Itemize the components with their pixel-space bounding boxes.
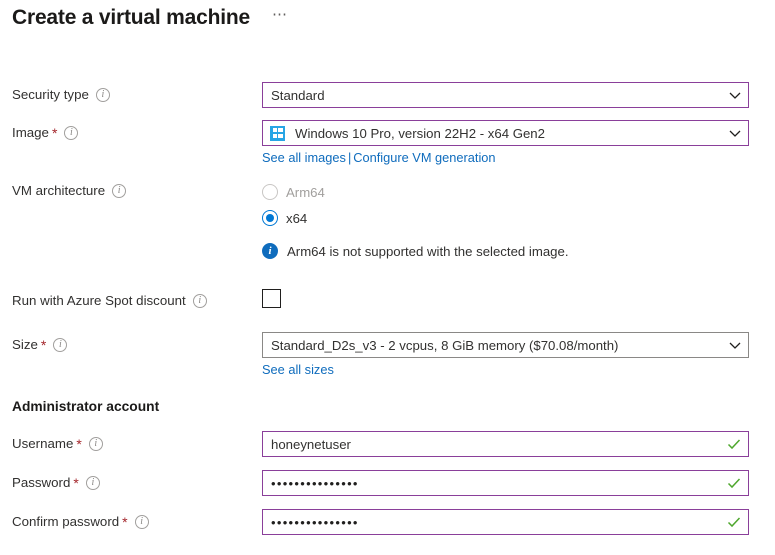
vm-architecture-radio-group: Arm64 x64 (262, 178, 775, 231)
username-value: honeynetuser (271, 436, 351, 452)
password-field-cell: ••••••••••••••• (262, 470, 775, 496)
password-label-cell: Password * (0, 470, 262, 492)
more-options-icon[interactable]: ⋯ (271, 6, 288, 23)
form-row-vm-architecture: VM architecture Arm64 x64 Arm64 is (0, 178, 775, 288)
vm-architecture-label: VM architecture (12, 183, 106, 198)
info-icon[interactable] (95, 88, 110, 102)
image-label: Image (12, 125, 49, 140)
password-label: Password (12, 475, 71, 490)
radio-mark (262, 184, 278, 200)
security-type-value: Standard (271, 87, 325, 103)
image-label-cell: Image * (0, 120, 262, 142)
page-title: Create a virtual machine (12, 6, 250, 29)
vm-architecture-info-message: Arm64 is not supported with the selected… (262, 243, 775, 260)
link-separator: | (347, 150, 352, 165)
image-links: See all images|Configure VM generation (262, 149, 775, 166)
security-type-dropdown[interactable]: Standard (262, 82, 749, 108)
spot-discount-label: Run with Azure Spot discount (12, 293, 186, 308)
form-row-password: Password * ••••••••••••••• (0, 470, 775, 509)
vm-architecture-label-cell: VM architecture (0, 178, 262, 200)
administrator-account-heading: Administrator account (12, 399, 160, 414)
username-input[interactable]: honeynetuser (262, 431, 749, 457)
confirm-password-label: Confirm password (12, 514, 120, 529)
image-field-cell: Windows 10 Pro, version 22H2 - x64 Gen2 … (262, 120, 775, 166)
info-icon[interactable] (53, 338, 68, 352)
required-marker: * (40, 337, 47, 353)
radio-option-arm64: Arm64 (262, 179, 775, 205)
radio-mark (262, 210, 278, 226)
valid-check-icon (726, 514, 742, 530)
form-row-username: Username * honeynetuser (0, 431, 775, 470)
form-row-image: Image * Windows 10 Pro, version 22H2 - x… (0, 120, 775, 178)
size-value: Standard_D2s_v3 - 2 vcpus, 8 GiB memory … (271, 337, 619, 353)
spot-discount-field-cell (262, 288, 775, 308)
valid-check-icon (726, 475, 742, 491)
required-marker: * (73, 475, 79, 491)
see-all-sizes-link[interactable]: See all sizes (262, 362, 334, 377)
form-row-size: Size * Standard_D2s_v3 - 2 vcpus, 8 GiB … (0, 332, 775, 398)
info-filled-icon (262, 243, 278, 259)
chevron-down-icon (728, 126, 742, 140)
chevron-down-icon (728, 88, 742, 102)
image-dropdown[interactable]: Windows 10 Pro, version 22H2 - x64 Gen2 (262, 120, 749, 146)
security-type-field-cell: Standard (262, 82, 775, 108)
vm-architecture-field-cell: Arm64 x64 Arm64 is not supported with th… (262, 178, 775, 260)
configure-vm-generation-link[interactable]: Configure VM generation (353, 150, 496, 165)
info-icon[interactable] (134, 515, 149, 529)
info-icon[interactable] (64, 126, 79, 140)
windows-logo-icon (270, 125, 285, 141)
form-row-confirm-password: Confirm password * ••••••••••••••• (0, 509, 775, 548)
size-field-cell: Standard_D2s_v3 - 2 vcpus, 8 GiB memory … (262, 332, 775, 378)
security-type-label: Security type (12, 87, 89, 102)
confirm-password-input[interactable]: ••••••••••••••• (262, 509, 749, 535)
security-type-label-cell: Security type (0, 82, 262, 104)
form-row-security-type: Security type Standard (0, 82, 775, 120)
confirm-password-value: ••••••••••••••• (271, 514, 359, 530)
confirm-password-label-cell: Confirm password * (0, 509, 262, 531)
info-icon[interactable] (192, 294, 207, 308)
info-icon[interactable] (88, 437, 103, 451)
size-links: See all sizes (262, 361, 775, 378)
radio-label: Arm64 (286, 184, 325, 200)
radio-option-x64[interactable]: x64 (262, 205, 775, 231)
spot-discount-label-cell: Run with Azure Spot discount (0, 288, 262, 310)
vm-basics-form: Security type Standard Image * (0, 82, 775, 548)
username-field-cell: honeynetuser (262, 431, 775, 457)
size-label-cell: Size * (0, 332, 262, 354)
image-value: Windows 10 Pro, version 22H2 - x64 Gen2 (295, 125, 545, 141)
size-dropdown[interactable]: Standard_D2s_v3 - 2 vcpus, 8 GiB memory … (262, 332, 749, 358)
vm-architecture-info-text: Arm64 is not supported with the selected… (287, 244, 569, 259)
form-row-admin-heading: Administrator account (0, 398, 775, 431)
required-marker: * (76, 436, 82, 452)
password-value: ••••••••••••••• (271, 475, 359, 491)
info-icon[interactable] (112, 184, 127, 198)
spot-discount-checkbox[interactable] (262, 289, 281, 308)
valid-check-icon (726, 436, 742, 452)
form-row-spot-discount: Run with Azure Spot discount (0, 288, 775, 332)
chevron-down-icon (728, 338, 742, 352)
username-label: Username (12, 436, 74, 451)
confirm-password-field-cell: ••••••••••••••• (262, 509, 775, 535)
password-input[interactable]: ••••••••••••••• (262, 470, 749, 496)
radio-label: x64 (286, 210, 308, 226)
see-all-images-link[interactable]: See all images (262, 150, 346, 165)
required-marker: * (51, 125, 58, 141)
info-icon[interactable] (85, 476, 100, 490)
page-header: Create a virtual machine ⋯ (12, 4, 292, 32)
username-label-cell: Username * (0, 431, 262, 453)
required-marker: * (122, 514, 128, 530)
size-label: Size (12, 337, 38, 352)
